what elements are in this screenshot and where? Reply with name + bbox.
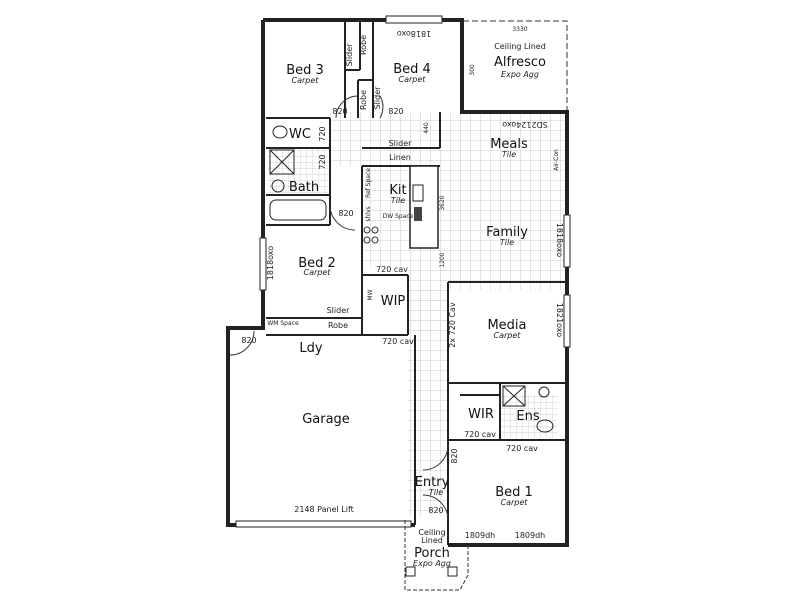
bed4-label: Bed 4 <box>393 62 431 77</box>
bed3-label: Bed 3 <box>286 63 324 78</box>
shelves-label: shlvs <box>365 206 372 221</box>
bed1-floor: Carpet <box>501 498 529 507</box>
bed1-label: Bed 1 <box>495 485 533 500</box>
ensuite-label: Ens <box>516 409 539 424</box>
ensuite-shower-icon <box>502 385 526 407</box>
door-bed2-dim: 820 <box>338 209 353 218</box>
window-family <box>563 214 571 268</box>
robe-label-bed3: Robe <box>359 35 368 55</box>
cav-wir-dim: 720 cav <box>464 430 496 439</box>
island-dim-2: 1200 <box>439 252 446 267</box>
alfresco-floor: Expo Agg <box>501 70 539 79</box>
porch-note-ceiling: Ceiling <box>418 528 445 537</box>
window-bed1b-dim: 1809dh <box>515 531 546 540</box>
door-entry-dim: 820 <box>428 506 443 515</box>
cav-ens-dim: 720 cav <box>506 444 538 453</box>
aircon-label: Air-Con <box>553 149 560 171</box>
interior-walls <box>229 20 566 545</box>
toilet-icon <box>272 125 288 139</box>
island-dim: 3620 <box>439 195 446 210</box>
kitchen-floor: Tile <box>391 196 405 205</box>
shower-icon <box>269 149 295 175</box>
window-top <box>385 15 443 24</box>
robe-label-bed2: Robe <box>328 321 348 330</box>
window-top-dim: 1818oxo <box>397 29 431 38</box>
family-label: Family <box>486 225 528 240</box>
porch-floor: Expo Agg <box>413 559 451 568</box>
bath-label: Bath <box>289 180 319 195</box>
linen-label: Linen <box>389 153 411 162</box>
slider-label-bed4: Slider <box>373 86 382 110</box>
bathtub-icon <box>269 199 327 221</box>
basin-icon <box>271 179 285 193</box>
garage-label: Garage <box>302 412 350 427</box>
door-bed4-dim: 820 <box>388 107 403 116</box>
door-bed3-dim: 820 <box>332 107 347 116</box>
door-wc-dim: 720 <box>318 126 327 141</box>
wc-label: WC <box>289 127 311 142</box>
wir-label: WIR <box>468 407 494 422</box>
bed3-floor: Carpet <box>292 76 320 85</box>
alfresco-width: 3330 <box>512 26 527 33</box>
door-bath-dim: 720 <box>318 154 327 169</box>
alfresco-depth: 300 <box>469 64 476 76</box>
alfresco-area: 3330 300 Ceiling Lined Alfresco Expo Agg <box>462 20 568 112</box>
cav-wip-dim: 720 cav <box>376 265 408 274</box>
bed2-label: Bed 2 <box>298 256 336 271</box>
slider-label-linen: Slider <box>389 139 413 148</box>
laundry-label: Ldy <box>299 341 322 356</box>
slider-label-bed2: Slider <box>327 306 351 315</box>
mark-440: 440 <box>423 122 430 134</box>
alfresco-label: Alfresco <box>494 55 546 70</box>
alfresco-note: Ceiling Lined <box>494 42 546 51</box>
cav-media-dim: 2x 720 Cav <box>448 302 457 348</box>
garage-door[interactable] <box>235 520 412 528</box>
dw-space-label: DW Space <box>383 213 414 220</box>
ensuite-toilet-icon <box>536 419 554 433</box>
porch-note-lined: Lined <box>421 536 443 545</box>
window-bed1a-dim: 1809dh <box>465 531 496 540</box>
ensuite-basin-icon <box>538 386 550 398</box>
window-media <box>563 294 571 348</box>
window-family-dim: 1818oxo <box>555 223 564 257</box>
bed2-floor: Carpet <box>304 268 332 277</box>
outer-walls <box>226 15 571 547</box>
cav-ldy-dim: 720 cav <box>382 337 414 346</box>
porch-area: Ceiling Lined Porch Expo Agg <box>404 520 469 591</box>
garage-door-label: 2148 Panel Lift <box>294 505 354 514</box>
cooktop-icon <box>414 207 422 221</box>
wm-space-label: WM Space <box>267 320 299 327</box>
bed4-floor: Carpet <box>399 75 427 84</box>
door-garage-dim: 820 <box>241 336 256 345</box>
stove-icon <box>363 226 379 244</box>
media-floor: Carpet <box>494 331 522 340</box>
family-floor: Tile <box>500 238 514 247</box>
window-bed2-dim: 1818oxo <box>266 246 275 280</box>
slider-label-bed3: Slider <box>345 43 354 67</box>
window-bed2 <box>259 237 267 291</box>
entry-label: Entry <box>415 475 450 490</box>
porch-label: Porch <box>414 546 450 561</box>
mw-label: MW <box>367 289 374 300</box>
room-labels: Bed 3 Carpet Bed 4 Carpet WC Bath Kit Ti… <box>286 62 540 514</box>
wip-label: WIP <box>381 294 406 309</box>
kitchen-label: Kit <box>389 183 406 198</box>
entry-floor: Tile <box>429 488 443 497</box>
window-meals-dim: SD2124oxo <box>502 120 548 129</box>
robe-label-bed4: Robe <box>359 90 368 110</box>
sink-icon <box>412 184 424 202</box>
media-label: Media <box>487 318 526 333</box>
dimension-labels: 1818oxo SD2124oxo 1818oxo 1818oxo 1821ox… <box>241 29 564 540</box>
meals-floor: Tile <box>502 150 516 159</box>
meals-label: Meals <box>490 137 528 152</box>
window-media-dim: 1821oxo <box>555 303 564 337</box>
door-bed1-dim: 820 <box>450 448 459 463</box>
fixture-labels: Slider Robe Robe Slider Slider Linen Ref… <box>267 35 560 330</box>
ref-space-label: Ref Space <box>365 168 372 198</box>
